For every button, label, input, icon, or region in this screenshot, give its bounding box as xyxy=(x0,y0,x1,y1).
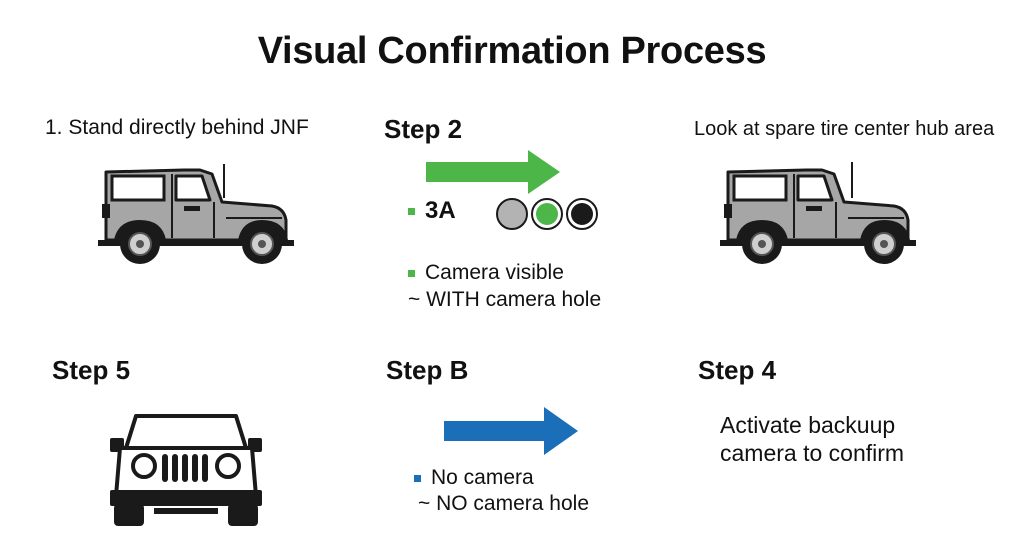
step-2-heading: Step 2 xyxy=(384,114,463,144)
activate-line-1: Activate backuup xyxy=(720,412,896,438)
step-4-heading: Step 4 xyxy=(698,355,777,385)
step-b-heading: Step B xyxy=(386,355,469,385)
page-title: Visual Confirmation Process xyxy=(257,30,767,72)
indicator-green xyxy=(536,203,558,225)
indicator-circles xyxy=(496,198,598,230)
jeep-side-view-right xyxy=(720,162,916,264)
with-camera-hole-line: ~ WITH camera hole xyxy=(408,288,602,311)
step-1-caption: 1. Stand directly behind JNF xyxy=(45,116,309,139)
jeep-side-view-left xyxy=(98,164,294,264)
no-camera-text: No camera xyxy=(431,466,534,489)
step-3-caption: Look at spare tire center hub area xyxy=(694,118,995,140)
camera-visible-text: Camera visible xyxy=(425,261,564,284)
blue-arrow xyxy=(444,407,578,455)
jeep-front-view xyxy=(110,414,262,526)
jeep-front-icon xyxy=(110,414,262,526)
code-label: 3A xyxy=(425,197,456,224)
green-bullet xyxy=(408,207,415,215)
blue-bullet xyxy=(414,474,421,482)
green-bullet xyxy=(408,269,415,277)
indicator-gray xyxy=(496,198,528,230)
camera-visible-line: Camera visible xyxy=(408,261,564,285)
jeep-side-icon xyxy=(720,162,916,264)
jeep-side-icon xyxy=(98,164,294,264)
code-row: 3A xyxy=(408,197,456,225)
step-5-heading: Step 5 xyxy=(52,355,131,385)
activate-camera-text: Activate backuup camera to confirm xyxy=(720,411,904,467)
activate-line-2: camera to confirm xyxy=(720,440,905,466)
no-camera-line: No camera xyxy=(414,466,534,490)
no-camera-hole-line: ~ NO camera hole xyxy=(418,492,589,515)
indicator-black xyxy=(571,203,593,225)
green-arrow xyxy=(426,150,560,194)
